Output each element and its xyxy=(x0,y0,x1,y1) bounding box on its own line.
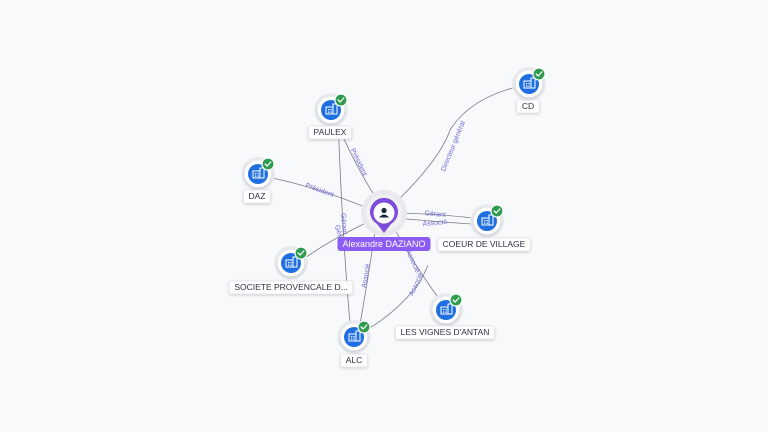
building-icon xyxy=(285,256,298,268)
node-label: COEUR DE VILLAGE xyxy=(443,239,526,249)
edge-label: Associé xyxy=(361,263,372,288)
edge-label: Gérant xyxy=(424,210,446,219)
company-node-paulex[interactable]: PAULEX xyxy=(308,93,352,140)
node-label-box xyxy=(340,353,368,368)
person-node-center[interactable]: Alexandre DAZIANO xyxy=(337,190,431,251)
node-label-box xyxy=(437,237,531,252)
company-node-alc[interactable]: ALC xyxy=(337,320,371,368)
node-label: DAZ xyxy=(249,191,266,201)
edge-line xyxy=(337,117,351,325)
node-label-box xyxy=(243,189,271,204)
edge-label: Directeur général xyxy=(440,120,467,173)
node-label-box xyxy=(228,280,354,295)
node-label-box xyxy=(395,325,495,340)
nodes-layer: PAULEX CD DAZ COEUR DE VILLAGE SOCIETE PROVE… xyxy=(228,67,546,368)
edge-line xyxy=(301,221,369,261)
company-node-vignes[interactable]: LES VIGNES D'ANTAN xyxy=(395,293,495,340)
building-icon xyxy=(252,167,265,179)
verified-check-icon xyxy=(261,157,275,171)
person-icon xyxy=(379,207,389,218)
edge-label: Gérant xyxy=(339,213,348,235)
edge-alc: Associé xyxy=(359,223,377,325)
edge-line xyxy=(359,223,377,325)
node-label: SOCIETE PROVENCALE D... xyxy=(234,282,347,292)
company-node-cd[interactable]: CD xyxy=(512,67,546,114)
company-node-daz[interactable]: DAZ xyxy=(241,157,275,204)
center-layer: Alexandre DAZIANO xyxy=(337,190,431,251)
edge-label: Associé xyxy=(408,272,424,297)
verified-check-icon xyxy=(334,93,348,107)
node-label: CD xyxy=(522,101,534,111)
node-label: LES VIGNES D'ANTAN xyxy=(401,327,490,337)
edge-coeur: Gérant xyxy=(395,210,473,219)
verified-check-icon xyxy=(490,204,504,218)
edge-label: Président xyxy=(304,182,334,199)
center-label: Alexandre DAZIANO xyxy=(342,239,425,249)
building-icon xyxy=(325,103,338,115)
node-label: ALC xyxy=(346,355,363,365)
company-node-coeur[interactable]: COEUR DE VILLAGE xyxy=(437,204,531,252)
edge-daz: Président xyxy=(271,177,373,211)
edge-line xyxy=(391,85,521,207)
verified-check-icon xyxy=(357,320,371,334)
node-label: PAULEX xyxy=(314,127,347,137)
node-label-box xyxy=(308,125,352,140)
company-node-spd[interactable]: SOCIETE PROVENCALE D... xyxy=(228,246,354,295)
verified-check-icon xyxy=(294,246,308,260)
building-icon xyxy=(481,214,494,226)
edge-label: Président xyxy=(349,148,368,178)
building-icon xyxy=(348,330,361,342)
edge-line xyxy=(361,264,429,333)
verified-check-icon xyxy=(449,293,463,307)
edge-label: Associé xyxy=(404,249,420,274)
edge-label: Associé xyxy=(422,219,447,228)
edge-alc: Gérant xyxy=(337,117,351,325)
edge-coeur: Associé xyxy=(395,217,473,228)
edge-cd: Directeur général xyxy=(391,85,521,207)
edge-vignes: Associé xyxy=(361,264,429,333)
building-icon xyxy=(440,303,453,315)
center-label-box xyxy=(337,237,431,251)
verified-check-icon xyxy=(532,67,546,81)
building-icon xyxy=(523,77,536,89)
node-label-box xyxy=(516,99,540,114)
edge-line xyxy=(271,177,373,211)
